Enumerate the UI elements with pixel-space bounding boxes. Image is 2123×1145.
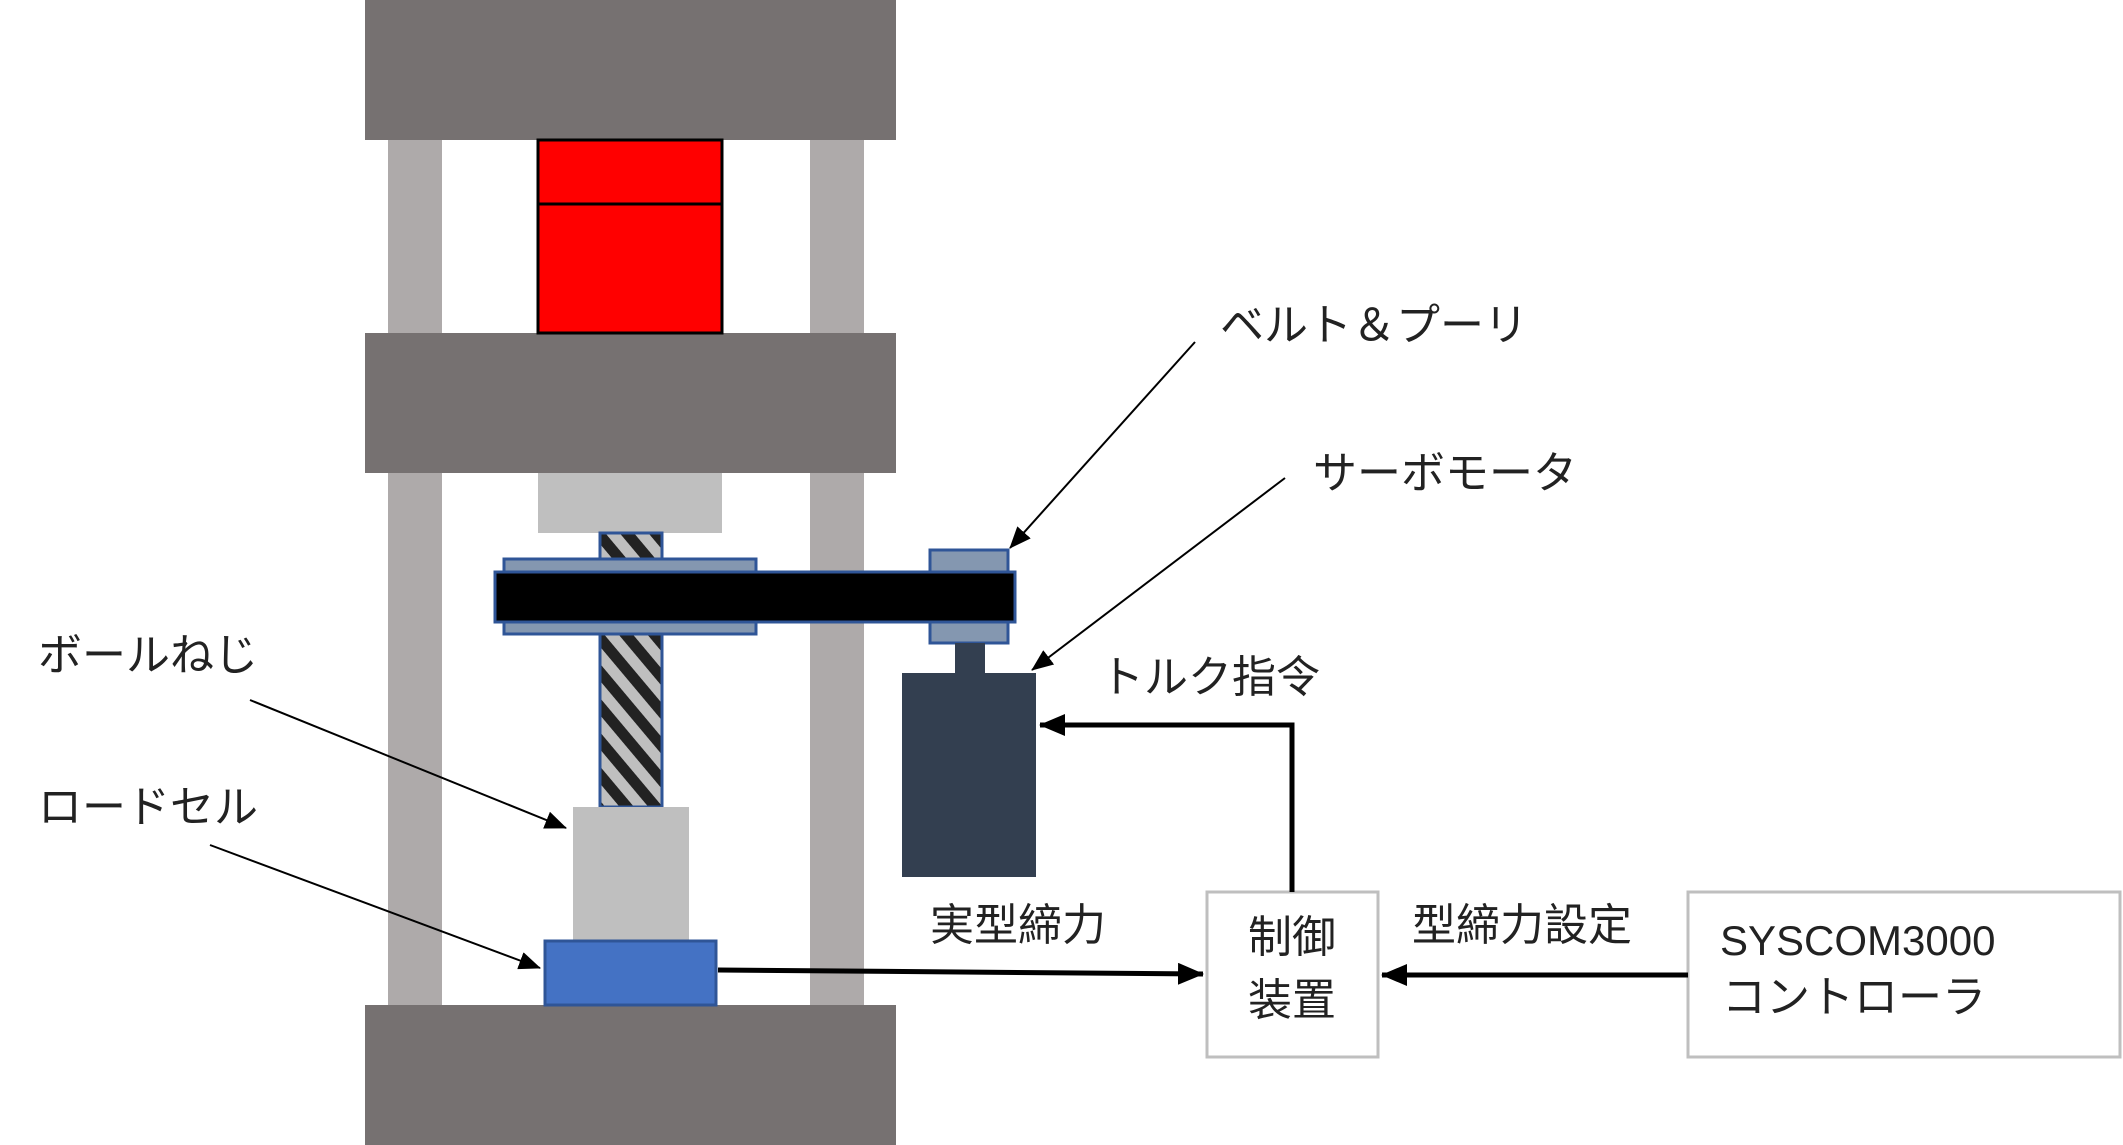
middle-platen [365, 333, 896, 473]
syscom-box-line1: SYSCOM3000 [1720, 917, 1995, 964]
mold-upper [536, 138, 724, 206]
left-tie-bar [388, 0, 442, 1145]
torque-command-arrow [1039, 714, 1295, 892]
moving-block [573, 807, 689, 942]
syscom-box-line2: コントローラ [1722, 972, 1986, 1023]
bottom-platen [365, 1005, 896, 1145]
belt-pulley-leader [1009, 341, 1196, 549]
actual-force-label: 実型締力 [930, 900, 1106, 951]
load-cell-leader [209, 844, 541, 970]
motor-shaft [955, 643, 985, 673]
actual-force-arrow [717, 962, 1204, 985]
servo-motor-body [902, 673, 1036, 877]
servo-motor-label: サーボモータ [1313, 448, 1577, 499]
ball-screw-label: ボールねじ [38, 630, 258, 681]
load-cell [543, 939, 718, 1007]
torque-command-label: トルク指令 [1100, 652, 1320, 703]
controller-box-line1: 制御 [1248, 912, 1336, 963]
top-platen [365, 0, 896, 140]
force-setting-label: 型締力設定 [1412, 900, 1632, 951]
screw-nut-block [538, 473, 722, 533]
ball-screw-leader [249, 699, 567, 829]
servo-motor-leader [1031, 477, 1286, 671]
controller-box-line2: 装置 [1248, 975, 1336, 1026]
belt-pulley-label: ベルト＆プーリ [1220, 300, 1528, 351]
belt [493, 570, 1017, 624]
controller-box [1205, 890, 1380, 1059]
syscom-controller-box [1686, 890, 2122, 1059]
mold-lower [536, 202, 724, 335]
load-cell-label: ロードセル [38, 782, 258, 833]
